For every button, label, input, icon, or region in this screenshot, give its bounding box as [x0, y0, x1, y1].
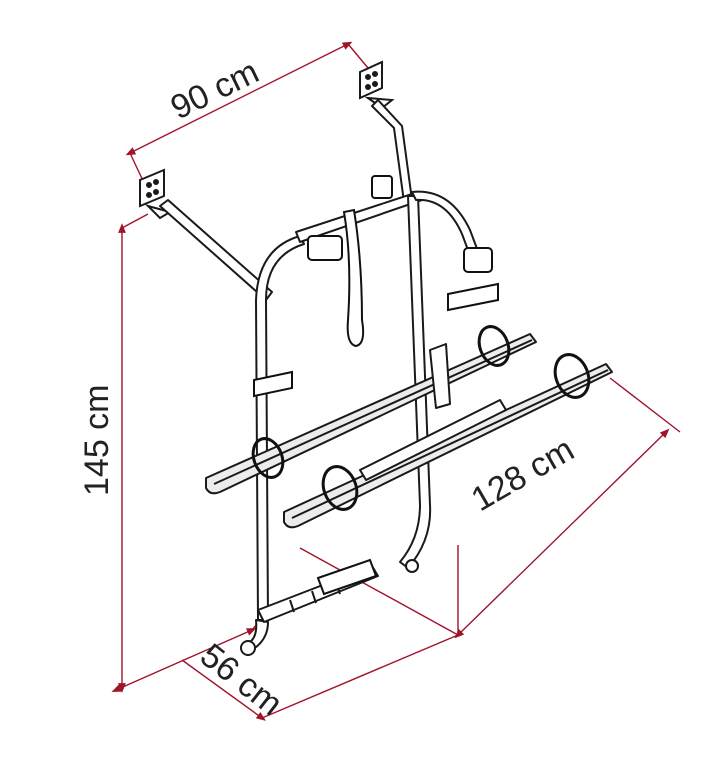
- bottom-clamp: [316, 558, 378, 596]
- hanging-strap: [307, 175, 393, 348]
- length-extension-upper: [609, 377, 681, 433]
- width-extension-right: [347, 43, 369, 69]
- frame: [159, 99, 483, 656]
- length-dimension-line: [454, 428, 670, 639]
- strap-upper-left: [251, 437, 285, 479]
- wheel-straps: [251, 325, 591, 511]
- strap-lower-right: [553, 353, 591, 399]
- left-foot: [240, 640, 256, 656]
- top-cross-bar: [295, 191, 423, 243]
- width-label: 90 cm: [165, 52, 265, 127]
- rail-brace: [429, 343, 451, 409]
- right-foot: [405, 559, 419, 573]
- dimension-lines: [111, 41, 681, 721]
- height-extension-top: [121, 213, 149, 229]
- length-label: 128 cm: [465, 430, 581, 519]
- height-label: 145 cm: [78, 385, 116, 497]
- left-wall-bracket: [139, 168, 173, 220]
- depth-extension-bottom: [261, 634, 459, 719]
- strap-lower-left: [321, 465, 359, 511]
- left-support-arm: [159, 199, 273, 301]
- width-dimension-line: [125, 41, 353, 156]
- depth-arrow-lower: [181, 659, 266, 721]
- length-extension-baseline: [299, 547, 459, 636]
- left-side-clamp: [253, 370, 293, 398]
- frame-clamps: [253, 175, 499, 596]
- depth-dimension-line: [111, 628, 257, 692]
- rail-support-arm: [359, 399, 507, 481]
- right-side-clamp: [447, 247, 499, 312]
- top-mounting-brackets: [139, 60, 395, 220]
- bike-rails: [205, 333, 613, 529]
- strap-upper-right: [477, 325, 511, 367]
- left-vertical-post: [255, 235, 305, 621]
